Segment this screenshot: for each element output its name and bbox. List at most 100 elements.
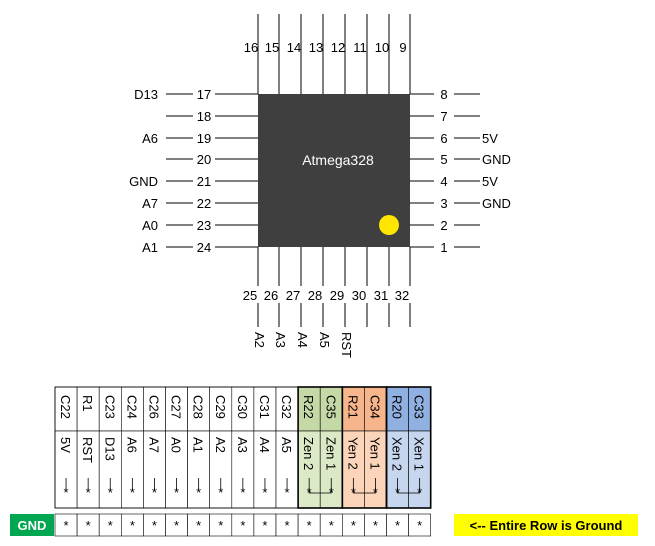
connector-marker: * [64, 485, 69, 500]
bottom-pin-number: 30 [352, 288, 366, 303]
connector-part-label: R22 [301, 395, 316, 419]
connector-signal-label: D13 [102, 437, 117, 461]
connector-header-table: C225V*R1RST*C23D13*C24A6*C26A7*C27A0*C28… [54, 386, 432, 509]
left-pin-number: 24 [197, 240, 211, 255]
pin-number-bg [434, 129, 454, 146]
pin-number-bg [193, 85, 215, 102]
connector-marker: * [196, 485, 201, 500]
bottom-pin-number: 32 [395, 288, 409, 303]
right-pin-label: GND [482, 152, 511, 167]
ground-row-marker: * [64, 518, 69, 533]
connector-group-bracket [352, 488, 376, 494]
right-pin-number: 1 [440, 240, 447, 255]
pin-number-bg [282, 286, 304, 303]
ground-row: GND ***************** [10, 513, 432, 537]
right-pin-label: 5V [482, 174, 498, 189]
connector-part-label: C23 [102, 395, 117, 419]
connector-marker: * [285, 485, 290, 500]
connector-signal-label: RST [80, 437, 95, 463]
pin-number-bg [193, 194, 215, 211]
pin-number-bg [193, 107, 215, 124]
left-pin-number: 22 [197, 196, 211, 211]
connector-group-bracket [308, 488, 332, 494]
top-pin-number: 9 [399, 40, 406, 55]
top-pin-number: 10 [375, 40, 389, 55]
ground-row-marker: * [417, 518, 422, 533]
connector-marker: * [130, 485, 135, 500]
connector-part-label: C26 [146, 395, 161, 419]
ground-row-marker: * [152, 518, 157, 533]
ground-row-marker: * [285, 518, 290, 533]
bottom-pin-label: A4 [295, 332, 310, 348]
connector-part-label: R21 [345, 395, 360, 419]
right-pin-label: GND [482, 196, 511, 211]
connector-part-label: C27 [169, 395, 184, 419]
bottom-pin-number: 29 [330, 288, 344, 303]
connector-part-label: C32 [279, 395, 294, 419]
pin-number-bg [348, 286, 370, 303]
pin-number-bg [193, 238, 215, 255]
connector-signal-label: A1 [191, 437, 206, 453]
pin-number-bg [434, 172, 454, 189]
left-pin-label: GND [129, 174, 158, 189]
bottom-pin-label: RST [339, 332, 354, 358]
top-pin-number: 16 [244, 40, 258, 55]
pin-number-bg [391, 286, 413, 303]
pin-number-bg [193, 129, 215, 146]
right-pin-number: 5 [440, 152, 447, 167]
connector-signal-label: A5 [279, 437, 294, 453]
right-pin-number: 6 [440, 131, 447, 146]
right-pin-label: 5V [482, 131, 498, 146]
right-pin-number: 3 [440, 196, 447, 211]
left-pin-label: A6 [142, 131, 158, 146]
bottom-pin-label: A3 [273, 332, 288, 348]
pin-number-bg [434, 216, 454, 233]
ground-note: <-- Entire Row is Ground [454, 514, 638, 536]
right-pin-number: 2 [440, 218, 447, 233]
pin-number-bg [370, 286, 392, 303]
connector-part-label: C24 [124, 395, 139, 419]
pin-number-bg [434, 150, 454, 167]
connector-signal-label: A2 [213, 437, 228, 453]
connector-marker: * [218, 485, 223, 500]
connector-marker: * [174, 485, 179, 500]
right-pin-number: 4 [440, 174, 447, 189]
connector-signal-label: Zen 2 [301, 437, 316, 470]
ground-row-marker: * [307, 518, 312, 533]
ground-row-marker: * [373, 518, 378, 533]
right-pin-number: 8 [440, 87, 447, 102]
ground-row-marker: * [240, 518, 245, 533]
pin-number-bg [260, 286, 282, 303]
bottom-pin-number: 26 [264, 288, 278, 303]
connector-signal-label: A6 [124, 437, 139, 453]
pin-number-bg [193, 150, 215, 167]
connector-marker: * [86, 485, 91, 500]
ground-row-marker: * [108, 518, 113, 533]
connector-marker: * [262, 485, 267, 500]
bottom-pin-number: 25 [243, 288, 257, 303]
top-pin-number: 11 [353, 40, 367, 55]
ground-row-marker: * [174, 518, 179, 533]
ground-row-marker: * [86, 518, 91, 533]
left-pin-number: 18 [197, 109, 211, 124]
top-pin-number: 15 [265, 40, 279, 55]
left-pin-number: 19 [197, 131, 211, 146]
connector-signal-label: A0 [169, 437, 184, 453]
connector-signal-label: A4 [257, 437, 272, 453]
pin-number-bg [434, 194, 454, 211]
connector-signal-label: Xen 2 [390, 437, 405, 471]
left-pin-label: D13 [134, 87, 158, 102]
bottom-pin-number: 31 [374, 288, 388, 303]
left-pin-label: A1 [142, 240, 158, 255]
ground-row-marker: * [262, 518, 267, 533]
ground-label: GND [18, 518, 47, 533]
top-pin-number: 14 [287, 40, 301, 55]
top-pin-number: 12 [331, 40, 345, 55]
connector-signal-label: 5V [58, 437, 73, 453]
connector-signal-label: Yen 1 [367, 437, 382, 470]
left-pin-label: A7 [142, 196, 158, 211]
ground-row-marker: * [395, 518, 400, 533]
